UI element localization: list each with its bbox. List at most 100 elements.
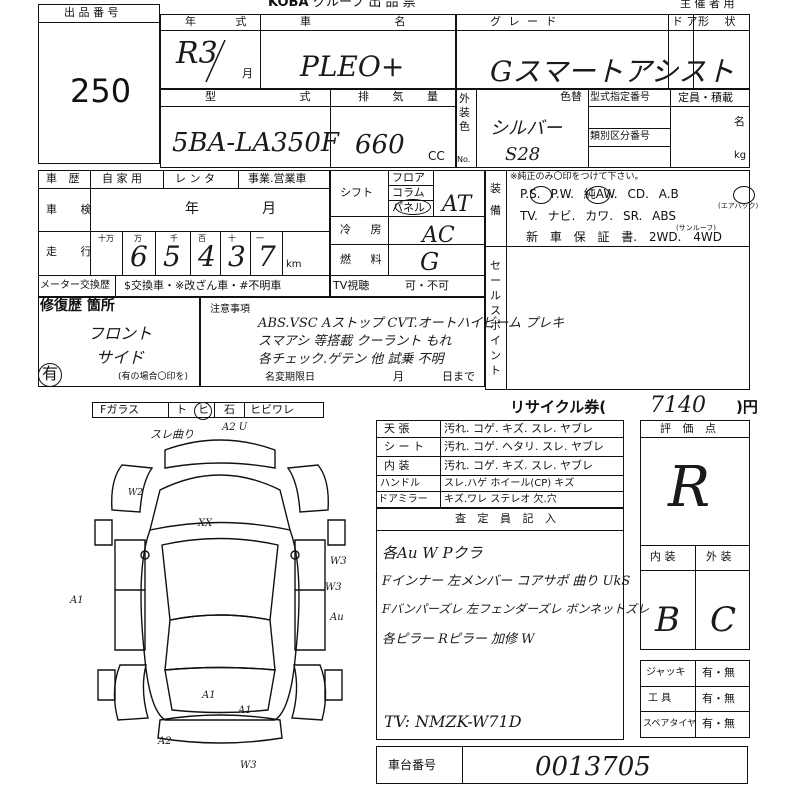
history-opt-business: 事業.営業車: [248, 172, 307, 185]
diagram-note-a2: A2: [158, 736, 172, 747]
equipment-label: 装 備: [490, 182, 501, 217]
cond-label-0: 天 張: [384, 422, 410, 435]
diagram-note-w3b: W3: [325, 582, 342, 593]
notes-label: 注意事項: [210, 304, 250, 315]
chassis-number: 0013705: [535, 752, 651, 782]
diagram-note-top: スレ曲り: [150, 428, 194, 441]
exterior-color-label: 外装色: [459, 92, 470, 133]
chassis-box: [376, 746, 748, 784]
inspector-line-0: 各Au W Pクラ: [382, 544, 483, 562]
model-code-label: 型 式: [205, 90, 351, 103]
model-year-value: R3: [176, 36, 218, 71]
recycle-label: リサイクル券(: [510, 398, 607, 416]
displacement-unit: CC: [428, 149, 445, 163]
lot-box: [38, 4, 160, 164]
diagram-note-w3a: W3: [330, 556, 347, 567]
diagram-note-a1: A1: [70, 595, 84, 606]
equipment-row3: 新 車 保 証 書. 2WD. 4WD: [526, 230, 723, 244]
cond-label-4: ドアミラー: [378, 494, 428, 505]
fuel-value: G: [420, 248, 440, 276]
evaluation-label: 評 価 点: [660, 422, 720, 435]
interior-score: B: [655, 600, 680, 640]
model-year-month: 月: [242, 67, 253, 80]
mileage-digit-1: 6: [130, 240, 148, 273]
tv-label: TV視聴: [333, 279, 370, 292]
cond-opt-3: スレ.ハゲ ホイール(CP) キズ: [444, 478, 575, 489]
cond-opt-1: 汚れ. コゲ. ヘタリ. スレ. ヤブレ: [444, 440, 604, 453]
color-change-label: 色替: [560, 90, 582, 103]
body-shape-label: 形 状: [698, 15, 742, 28]
notes-box: [200, 297, 485, 387]
diagram-note-a1b: A1: [202, 690, 216, 701]
inspection-year: 年: [185, 201, 199, 217]
displacement-label: 排 気 量: [358, 90, 448, 103]
inspector-tv-code: TV: NMZK-W71D: [384, 712, 522, 731]
equipment-row2: TV. ナビ. カワ. SR. ABS: [520, 209, 676, 223]
meter-label: メーター交換歴: [40, 280, 110, 291]
mileage-digit-4: 3: [228, 240, 246, 273]
notes-line-1: スマアシ 等搭載 クーラント もれ: [258, 334, 452, 349]
mileage-digit-label-1: 万: [134, 234, 142, 243]
shift-label: シフト: [340, 186, 373, 199]
host-label: 主 催 者 用: [680, 0, 735, 10]
mileage-digit-label-2: 千: [170, 234, 178, 243]
glass-crack: ヒビワレ: [250, 403, 294, 416]
glass-stone: 石: [224, 403, 235, 416]
tv-value: 可・不可: [405, 279, 449, 292]
recycle-unit: )円: [736, 398, 758, 416]
car-diagram: [94, 439, 346, 744]
capacity-kg-unit: kg: [734, 150, 747, 161]
mileage-digit-label-4: 十: [228, 234, 236, 243]
drivetrain-box: [330, 170, 485, 297]
aircon-value: AC: [422, 223, 455, 248]
notes-line-2: 各チェック.ゲテン 他 試乗 不明: [258, 352, 444, 367]
capacity-label: 定員・積載: [678, 91, 733, 104]
acc-value-1: 有・無: [702, 692, 735, 705]
category-number-label: 類別区分番号: [590, 131, 650, 142]
condition-table: [376, 420, 624, 508]
recycle-value: 7140: [650, 393, 706, 418]
sales-point-label: セールスポイント: [490, 259, 501, 377]
history-opt-private: 自 家 用: [102, 172, 142, 185]
mileage-digit-label-3: 百: [198, 234, 206, 243]
cond-label-1: シ ー ト: [384, 440, 424, 453]
rename-day: 日まで: [442, 370, 475, 383]
equipment-note: ※純正のみ〇印をつけて下さい。: [510, 172, 644, 182]
exterior-color-value: シルバー: [490, 118, 562, 139]
glass-front: Fガラス: [100, 403, 140, 416]
shift-opt-column: コラム: [392, 186, 425, 199]
mileage-digit-label-5: 一: [256, 234, 264, 243]
car-name-value: PLEO+: [300, 50, 405, 83]
doors-label: ド ア: [672, 15, 698, 28]
mileage-digit-3: 4: [198, 240, 216, 273]
mileage-digit-label-0: 十万: [98, 234, 114, 243]
repair-box: [38, 297, 200, 387]
cond-label-2: 内 装: [384, 459, 410, 472]
displacement-value: 660: [355, 130, 405, 160]
equipment-box: [485, 170, 750, 390]
aircon-label: 冷 房: [340, 223, 390, 236]
acc-value-0: 有・無: [702, 666, 735, 679]
grade-value: Gスマートアシスト: [490, 55, 735, 88]
shift-opt-floor: フロア: [392, 171, 425, 184]
exterior-label: 外 装: [706, 550, 732, 563]
diagram-note-top2: A2 U: [222, 422, 248, 433]
model-year-label: 年 式: [185, 15, 265, 28]
cond-opt-0: 汚れ. コゲ. キズ. スレ. ヤブレ: [444, 422, 593, 435]
notes-line-0: ABS.VSC Aストップ CVT.オートハイビーム プレキ: [258, 316, 565, 331]
lot-label: 出 品 番 号: [64, 6, 119, 19]
cond-label-3: ハンドル: [380, 478, 420, 489]
history-opt-rental: レ ン タ: [175, 172, 215, 185]
exterior-score: C: [710, 600, 737, 640]
rename-month: 月: [393, 370, 404, 383]
interior-label: 内 装: [650, 550, 676, 563]
inspector-line-2: Fバンパーズレ 左フェンダーズレ ボンネットズレ: [382, 602, 650, 616]
org-title: KOBA グループ 出 品 票: [268, 0, 416, 10]
equipment-row2-note: (サンルーフ): [676, 224, 717, 232]
inspection-month: 月: [262, 201, 276, 217]
car-name-label: 車 名: [300, 15, 446, 28]
diagram-note-w3c: W3: [240, 760, 257, 771]
mileage-digit-2: 5: [163, 240, 181, 273]
grade-label: グ レ ー ド: [490, 15, 559, 28]
diagram-note-a1c: A1: [238, 705, 252, 716]
